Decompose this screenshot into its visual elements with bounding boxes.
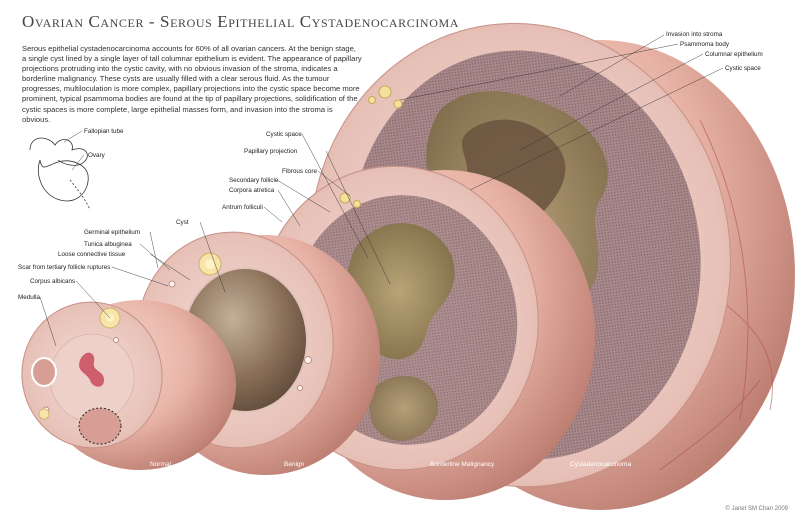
- label-medulla: Medulla: [18, 294, 41, 301]
- normal-scar-tissue: [79, 352, 104, 387]
- stage-label-cystadenocarcinoma: Cystadenocarcinoma: [570, 461, 631, 468]
- label-corpora-atretica: Corpora atretica: [229, 187, 275, 194]
- cystadenocarcinoma-psammoma-bodies: [368, 85, 403, 109]
- intro-paragraph: Serous epithelial cystadenocarcinoma acc…: [22, 44, 362, 124]
- benign-section: [136, 231, 380, 475]
- label-scar-tertiary-follicle: Scar from tertiary follicle ruptures: [18, 264, 110, 271]
- label-columnar-epithelium: Columnar epithelium: [705, 51, 763, 58]
- label-papillary-projection: Papillary projection: [244, 148, 298, 155]
- page-title: Ovarian Cancer - Serous Epithelial Cysta…: [22, 12, 459, 31]
- label-germinal-epithelium: Germinal epithelium: [84, 229, 140, 236]
- borderline-lower-cyst: [369, 375, 439, 441]
- label-ovary: Ovary: [88, 152, 106, 159]
- normal-section: [21, 300, 236, 470]
- cystadenocarcinoma-vessels: [659, 119, 774, 471]
- label-corpus-albicans: Corpus albicans: [30, 278, 75, 285]
- label-cyst: Cyst: [176, 219, 189, 226]
- label-tunica-albuginea: Tunica albuginea: [84, 241, 132, 248]
- label-fallopian-tube: Fallopian tube: [84, 128, 124, 135]
- label-secondary-follicle: Secondary follicle: [229, 177, 279, 184]
- label-loose-connective-tissue: Loose connective tissue: [58, 251, 126, 258]
- credit: © Janet SM Chan 2009: [725, 506, 788, 512]
- label-cystic-space-right: Cystic space: [725, 65, 761, 72]
- stage-label-benign: Benign: [284, 461, 305, 468]
- label-antrum-folliculi: Antrum folliculi: [222, 204, 263, 211]
- stage-label-normal: Normal: [150, 461, 172, 468]
- ovary-sketch: [29, 137, 91, 211]
- label-fibrous-core: Fibrous core: [282, 168, 317, 175]
- normal-follicles: [31, 337, 122, 445]
- leader-lines: [39, 34, 724, 347]
- stage-label-borderline: Borderline Malignancy: [430, 461, 495, 468]
- benign-corpus-albicans: [198, 252, 222, 276]
- label-cystic-space-mid: Cystic space: [266, 131, 302, 138]
- benign-follicles: [168, 280, 312, 391]
- label-psammoma-body: Psammoma body: [680, 41, 730, 48]
- label-invasion-into-stroma: Invasion into stroma: [666, 31, 723, 38]
- borderline-psammoma-bodies: [339, 192, 361, 208]
